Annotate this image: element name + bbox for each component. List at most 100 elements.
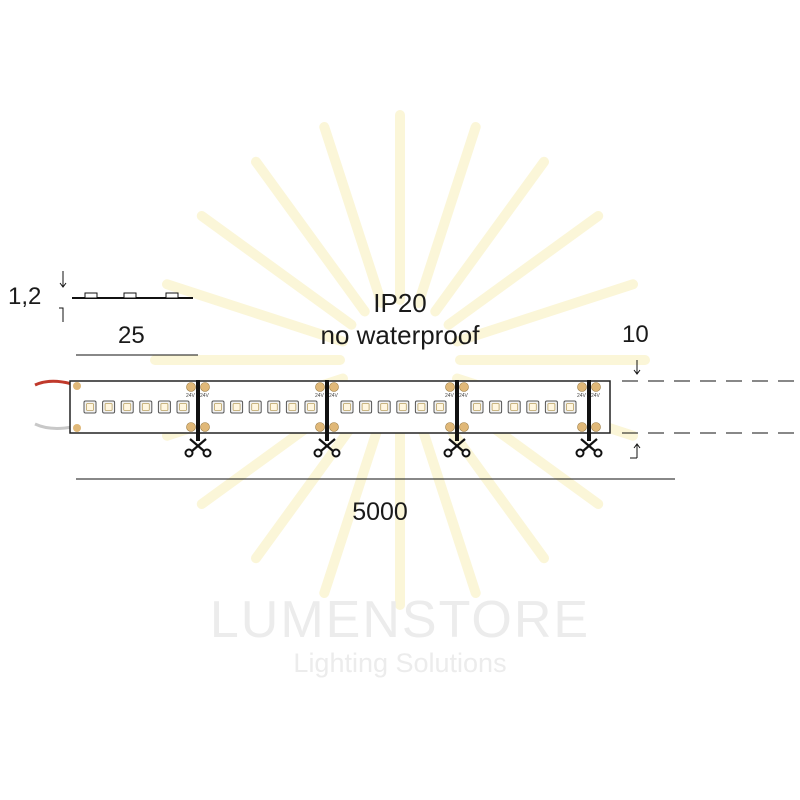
pad-marker: 24V bbox=[459, 393, 469, 399]
led-profile bbox=[165, 292, 179, 299]
led-emitter bbox=[417, 403, 426, 411]
solder-pad-icon bbox=[591, 382, 601, 392]
led-chip bbox=[157, 400, 171, 414]
solder-pad-icon bbox=[577, 422, 587, 432]
ip-rating-label: IP20 bbox=[373, 288, 427, 318]
led-chip bbox=[489, 400, 503, 414]
scissors-handle bbox=[313, 448, 323, 458]
led-profile bbox=[84, 292, 98, 299]
width-label: 10 bbox=[622, 321, 649, 348]
sunburst-ray bbox=[443, 210, 604, 330]
led-emitter bbox=[288, 403, 297, 411]
led-chip bbox=[120, 400, 134, 414]
led-chip bbox=[433, 400, 447, 414]
led-chip bbox=[359, 400, 373, 414]
scissors-icon bbox=[443, 438, 471, 458]
sunburst-ray bbox=[452, 279, 639, 347]
arrow-down-icon bbox=[59, 271, 67, 288]
sunburst-ray bbox=[161, 279, 348, 347]
solder-pad-icon bbox=[315, 382, 325, 392]
led-emitter bbox=[380, 403, 389, 411]
solder-pad-icon bbox=[329, 382, 339, 392]
led-emitter bbox=[343, 403, 351, 411]
solder-pad-icon bbox=[186, 382, 196, 392]
scissors-icon bbox=[313, 438, 341, 458]
solder-pad-icon bbox=[73, 424, 81, 432]
scissors-handle bbox=[331, 448, 341, 458]
led-chip bbox=[470, 400, 484, 414]
wire-positive bbox=[34, 379, 73, 387]
led-chip bbox=[304, 400, 318, 414]
waterproof-label: no waterproof bbox=[320, 320, 480, 350]
pad-marker: 24V bbox=[186, 393, 196, 399]
scissors-blade bbox=[450, 438, 466, 452]
led-chip bbox=[377, 400, 391, 414]
sunburst-ray bbox=[413, 412, 481, 599]
scissors-icon bbox=[184, 438, 212, 458]
pad-marker: 24V bbox=[591, 393, 601, 399]
led-chip bbox=[102, 400, 116, 414]
segment-length-label: 25 bbox=[118, 322, 145, 349]
led-chip bbox=[139, 400, 153, 414]
sunburst-ray bbox=[430, 156, 550, 317]
solder-pad-icon bbox=[445, 382, 455, 392]
sunburst-ray bbox=[196, 210, 357, 330]
led-emitter bbox=[510, 403, 519, 411]
led-chip bbox=[83, 400, 97, 414]
led-emitter bbox=[104, 403, 113, 411]
scissors-blade bbox=[580, 438, 596, 452]
led-chip bbox=[507, 400, 521, 414]
scissors-handle bbox=[593, 448, 603, 458]
led-chip bbox=[267, 400, 281, 414]
led-chip bbox=[211, 400, 225, 414]
arrow-up-icon bbox=[59, 307, 64, 322]
scissors-handle bbox=[461, 448, 471, 458]
sunburst-ray bbox=[319, 412, 387, 599]
led-emitter bbox=[232, 403, 241, 411]
led-emitter bbox=[547, 403, 556, 411]
led-emitter bbox=[251, 403, 260, 411]
scissors-blade bbox=[189, 438, 205, 452]
dimension-lines bbox=[59, 271, 800, 480]
led-chip bbox=[248, 400, 262, 414]
led-chip bbox=[176, 400, 190, 414]
scissors-blade bbox=[191, 438, 207, 452]
scissors-blade bbox=[582, 438, 598, 452]
led-chip bbox=[544, 400, 558, 414]
pad-marker: 24V bbox=[329, 393, 339, 399]
led-emitter bbox=[179, 403, 187, 411]
solder-pad-icon bbox=[445, 422, 455, 432]
solder-pad-icon bbox=[200, 382, 210, 392]
led-emitter bbox=[141, 403, 150, 411]
scissors-handle bbox=[575, 448, 585, 458]
led-emitter bbox=[566, 403, 574, 411]
scissors-handle bbox=[443, 448, 453, 458]
solder-pad-icon bbox=[200, 422, 210, 432]
led-emitter bbox=[123, 403, 132, 411]
led-chip bbox=[396, 400, 410, 414]
solder-pad-icon bbox=[577, 382, 587, 392]
scissors-blade bbox=[320, 438, 336, 452]
arrow-down-icon bbox=[633, 360, 641, 375]
led-emitter bbox=[269, 403, 278, 411]
led-chip bbox=[563, 400, 577, 414]
led-chip bbox=[230, 400, 244, 414]
scissors-blade bbox=[448, 438, 464, 452]
scissors-icon bbox=[575, 438, 603, 458]
thickness-label: 1,2 bbox=[8, 283, 42, 310]
led-emitter bbox=[528, 403, 537, 411]
sunburst-ray bbox=[413, 121, 481, 308]
solder-pad-icon bbox=[459, 382, 469, 392]
length-label: 5000 bbox=[352, 498, 408, 526]
led-chip bbox=[285, 400, 299, 414]
pad-marker: 24V bbox=[315, 393, 325, 399]
led-emitter bbox=[361, 403, 370, 411]
sunburst-watermark bbox=[150, 110, 650, 610]
solder-pad-icon bbox=[591, 422, 601, 432]
sunburst-ray bbox=[250, 156, 370, 317]
arrow-up-icon bbox=[630, 443, 641, 459]
